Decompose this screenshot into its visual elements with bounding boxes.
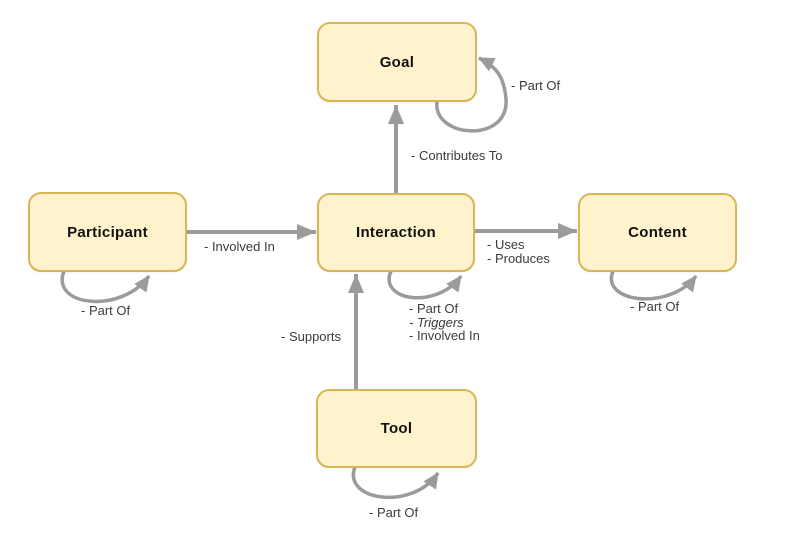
node-participant-label: Participant [67,223,148,241]
edge-label-part-of-participant: - Part Of [81,303,131,318]
edge-label-part-of-tool: - Part Of [369,505,419,520]
edge-label-involved-in-interaction: - Involved In [409,328,480,343]
edge-label-triggers: - Triggers [409,314,464,330]
edge-label-uses-produces: - Uses - Produces [487,238,550,266]
node-content[interactable]: Content [578,193,737,272]
node-interaction-label: Interaction [356,224,436,241]
self-loop-tool [351,466,440,500]
node-tool-label: Tool [380,420,413,437]
edge-label-contributes-to: - Contributes To [411,148,503,163]
node-content-label: Content [628,224,687,241]
edge-label-uses: - Uses [487,237,525,252]
node-tool[interactable]: Tool [316,389,477,468]
edge-label-part-of-interaction: - Part Of [409,301,459,316]
edge-label-interaction-self: - Part Of - Triggers - Involved In [409,302,480,343]
self-loop-interaction [387,270,463,300]
edge-label-supports: - Supports [281,329,341,344]
self-loop-participant [60,270,151,304]
edge-label-part-of-goal: - Part Of [511,78,561,93]
edge-label-involved-in: - Involved In [204,239,275,254]
node-goal[interactable]: Goal [317,22,477,102]
self-loop-content [609,270,698,301]
node-interaction[interactable]: Interaction [317,193,475,272]
self-loop-goal [435,56,508,133]
edge-label-part-of-content: - Part Of [630,299,680,314]
node-participant[interactable]: Participant [28,192,187,272]
edge-label-produces: - Produces [487,251,550,266]
node-goal-label: Goal [379,53,415,71]
